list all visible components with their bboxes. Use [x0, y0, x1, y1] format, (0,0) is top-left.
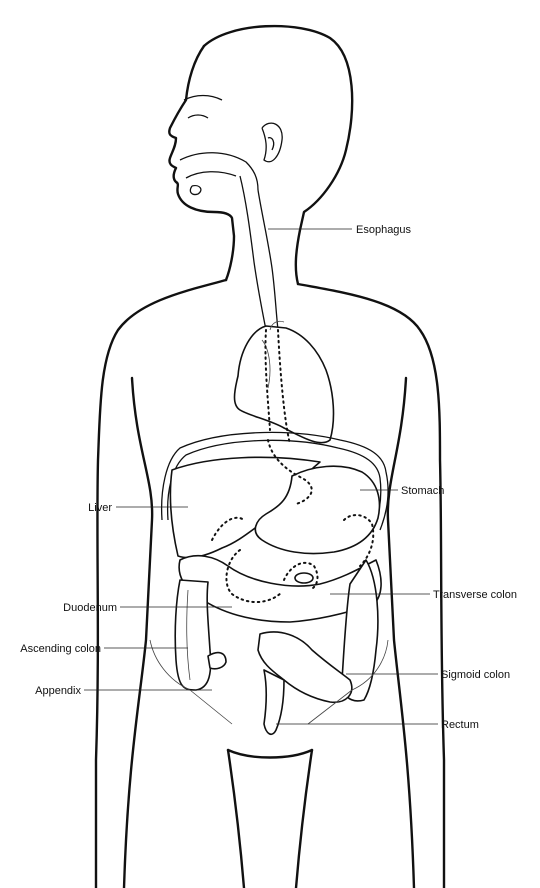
- rectum-organ: [263, 669, 285, 736]
- label-liver: Liver: [88, 502, 112, 514]
- pelvis-right-2: [307, 689, 353, 725]
- label-transverse-colon: Transverse colon: [433, 589, 517, 601]
- label-rectum: Rectum: [441, 719, 479, 731]
- diaphragm-inner: [166, 439, 382, 529]
- label-esophagus: Esophagus: [356, 224, 412, 236]
- sigmoid-colon-organ: [257, 631, 353, 704]
- small-intestine-dotted: [283, 561, 319, 591]
- esophagus-organ: [179, 152, 279, 331]
- descending-colon-organ: [340, 559, 379, 702]
- label-duodenum: Duodenum: [63, 602, 117, 614]
- heart-organ: [233, 320, 335, 445]
- ascending-colon-organ: [174, 579, 212, 691]
- gallbladder-dotted: [211, 516, 245, 541]
- diaphragm: [160, 431, 389, 531]
- label-stomach: Stomach: [401, 485, 444, 497]
- pelvis-left-2: [189, 689, 233, 725]
- duodenum-organ: [225, 549, 283, 603]
- label-ascending-colon: Ascending colon: [20, 643, 101, 655]
- stomach-organ: [254, 465, 381, 555]
- pancreas-dotted: [343, 514, 375, 567]
- appendix-organ: [207, 651, 227, 670]
- body-outline: [94, 24, 446, 888]
- pelvis-left: [149, 639, 191, 691]
- transverse-colon-organ: [178, 554, 382, 623]
- esophagus-to-stomach: [267, 439, 313, 505]
- labels: Esophagus Liver Stomach Duodenum Transve…: [20, 224, 517, 731]
- leader-lines: [84, 228, 438, 725]
- label-sigmoid-colon: Sigmoid colon: [441, 669, 510, 681]
- label-appendix: Appendix: [35, 685, 81, 697]
- duodenum-opening: [294, 572, 314, 584]
- pelvis-right: [351, 639, 389, 691]
